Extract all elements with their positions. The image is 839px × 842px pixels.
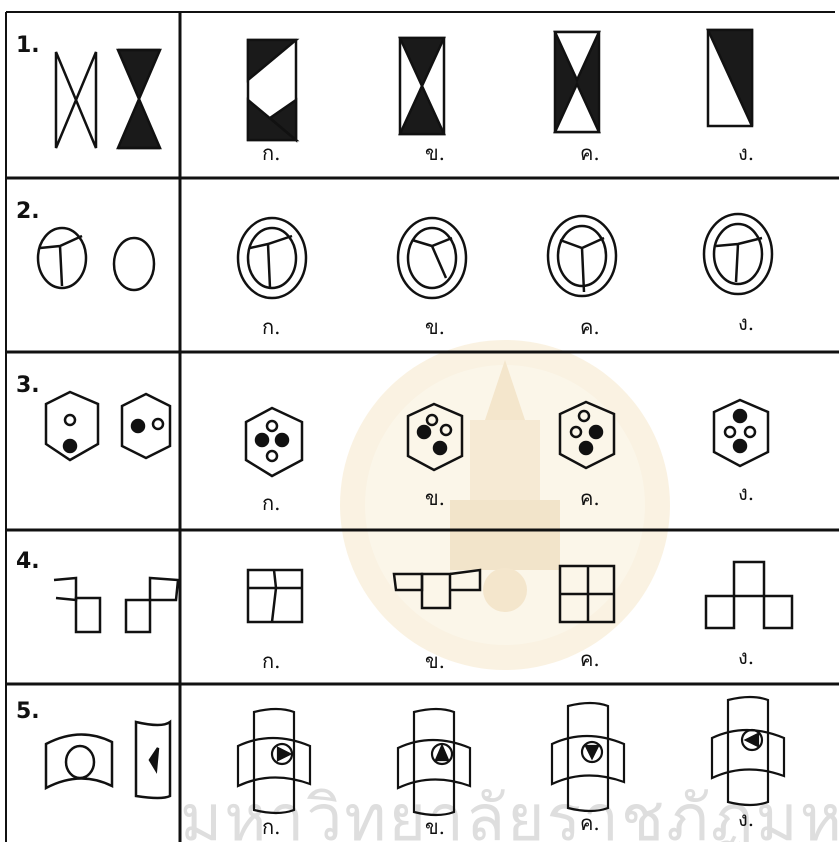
row-number-5: 5.: [16, 699, 40, 724]
row3-question-figures: [46, 392, 170, 460]
row-number-2: 2.: [16, 199, 40, 224]
row5-question-figures: [46, 722, 170, 798]
option-label: ง.: [738, 481, 754, 505]
option-label: ง.: [738, 645, 754, 669]
option-label: ข.: [425, 815, 445, 839]
option-label: ค.: [580, 315, 600, 339]
option-label: ง.: [738, 311, 754, 335]
option-label: ข.: [425, 315, 445, 339]
option-label: ค.: [580, 141, 600, 165]
option-label: ข.: [425, 141, 445, 165]
option-label: ก.: [262, 491, 280, 515]
row1-question-figures: [56, 50, 160, 148]
row-number-1: 1.: [16, 33, 40, 58]
option-label: ค.: [580, 486, 600, 510]
option-label: ข.: [425, 649, 445, 673]
option-label: ก.: [262, 141, 280, 165]
option-label: ค.: [580, 647, 600, 671]
row2-question-figures: [38, 228, 154, 290]
university-seal-watermark: [340, 340, 670, 670]
option-label: ก.: [262, 315, 280, 339]
row-number-3: 3.: [16, 373, 40, 398]
row4-question-figures: [54, 578, 178, 632]
option-label: ค.: [580, 811, 600, 835]
option-label: ง.: [738, 141, 754, 165]
row1-option-figures: [248, 30, 752, 140]
option-label: ก.: [262, 815, 280, 839]
option-label: ง.: [738, 807, 754, 831]
option-label: ข.: [425, 486, 445, 510]
option-label: ก.: [262, 649, 280, 673]
row2-option-figures: [238, 214, 772, 298]
row-number-4: 4.: [16, 549, 40, 574]
